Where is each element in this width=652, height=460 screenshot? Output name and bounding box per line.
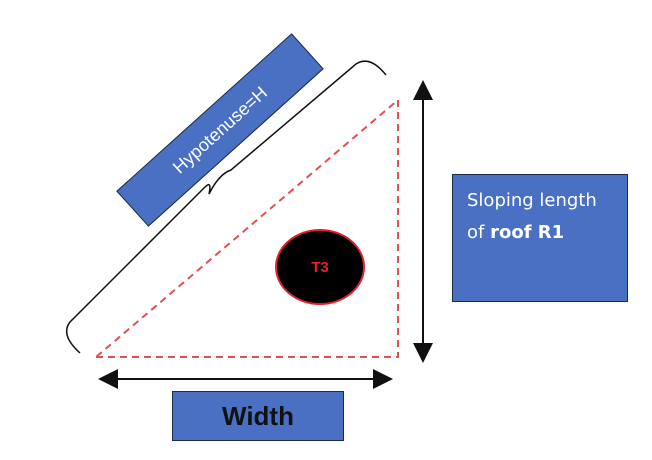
hypotenuse-brace: [65, 60, 387, 354]
dashed-triangle: [93, 97, 399, 358]
sloping-length-label-box: Sloping length of roof R1: [452, 174, 628, 302]
sloping-length-text: Sloping length of: [467, 190, 597, 243]
width-label: Width: [222, 400, 294, 431]
t3-label: T3: [311, 258, 329, 276]
roof-r1-text: roof R1: [490, 222, 565, 243]
t3-ellipse: [275, 229, 365, 305]
width-label-box: Width: [172, 391, 344, 441]
